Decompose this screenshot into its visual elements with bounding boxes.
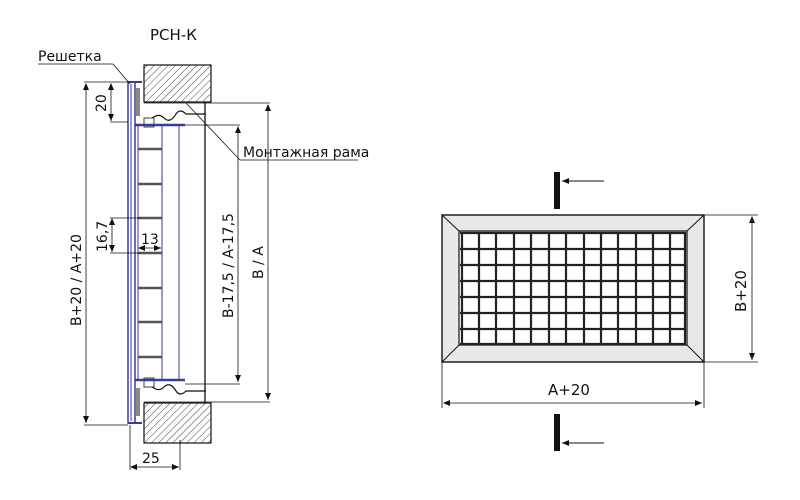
dim-top-offset: 20 xyxy=(94,94,110,112)
section-view xyxy=(38,63,358,470)
front-view xyxy=(441,172,758,451)
dim-inner-height: B-17,5 / A-17,5 xyxy=(221,213,237,318)
dim-front-height: B+20 xyxy=(732,270,750,312)
callout-grille: Решетка xyxy=(38,49,102,65)
dim-opening-height: B / A xyxy=(251,246,267,279)
dim-depth: 25 xyxy=(142,451,160,467)
blades xyxy=(138,147,162,359)
dim-blade-pitch: 16,7 xyxy=(95,221,111,252)
grille-grid xyxy=(460,231,687,346)
section-mark-bottom xyxy=(554,414,604,451)
wall-bottom xyxy=(143,402,212,444)
wall-top xyxy=(143,64,212,103)
section-mark-top xyxy=(554,172,604,209)
dim-blade-depth: 13 xyxy=(141,232,159,248)
section-title: РСН-К xyxy=(150,26,197,44)
dim-front-width: A+20 xyxy=(548,381,590,399)
callout-mounting-frame: Монтажная рама xyxy=(243,145,369,161)
dim-overall-height: B+20 / A+20 xyxy=(69,234,85,326)
